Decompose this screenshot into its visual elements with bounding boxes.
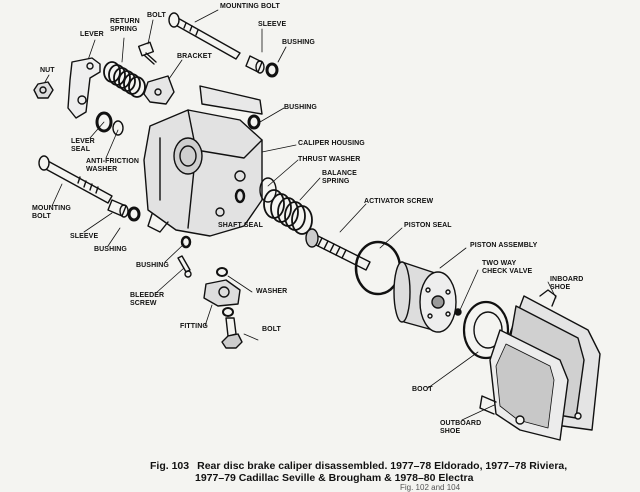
bushing-low [180, 235, 192, 249]
bolt-top-small [137, 41, 157, 65]
washer-upper [216, 267, 228, 277]
activator-screw [305, 228, 371, 271]
label-outboard-shoe: OUTBOARD SHOE [440, 420, 482, 435]
label-return-spring: RETURN SPRING [110, 18, 140, 33]
label-shaft-seal: SHAFT SEAL [218, 222, 263, 229]
figure-number: Fig. 103 [150, 460, 190, 472]
label-nut: NUT [40, 67, 55, 74]
label-sleeve-top: SLEEVE [258, 21, 287, 28]
label-washer: WASHER [256, 288, 288, 295]
label-piston-assembly: PISTON ASSEMBLY [470, 242, 538, 249]
label-piston-seal: PISTON SEAL [404, 222, 452, 229]
label-mounting-bolt-top: MOUNTING BOLT [220, 3, 280, 10]
lever [67, 57, 101, 119]
bushing-left [127, 206, 141, 222]
fitting [203, 279, 241, 307]
bleeder-screw [177, 255, 192, 278]
label-bracket: BRACKET [177, 53, 212, 60]
brake-shoes [479, 289, 601, 441]
bushing-top [265, 62, 279, 78]
figure-caption: Fig. 103 Rear disc brake caliper disassem… [150, 460, 610, 484]
label-anti-friction-washer: ANTI-FRICTION WASHER [86, 158, 140, 173]
piston-assembly [393, 261, 457, 333]
label-bushing-low: BUSHING [136, 262, 169, 269]
label-bleeder-screw: BLEEDER SCREW [130, 292, 165, 307]
anti-friction-washer [112, 120, 124, 136]
caption-line-1: Rear disc brake caliper disassembled. 19… [197, 460, 568, 472]
label-balance-spring: BALANCE SPRING [322, 170, 357, 185]
label-inboard-shoe: INBOARD SHOE [550, 276, 584, 291]
label-caliper-housing: CALIPER HOUSING [298, 140, 365, 147]
mounting-bolt-top [168, 12, 241, 60]
label-sleeve-left: SLEEVE [70, 233, 99, 240]
label-bushing-mid: BUSHING [284, 104, 317, 111]
boot [462, 300, 510, 360]
label-bushing-left: BUSHING [94, 246, 127, 253]
sleeve-left [107, 199, 129, 218]
mounting-bolt-left [38, 155, 113, 204]
shaft-seal [234, 188, 246, 204]
label-bolt-low: BOLT [262, 326, 281, 333]
footer-fragment: Fig. 102 and 104 [400, 483, 461, 492]
label-lever: LEVER [80, 31, 104, 38]
label-bolt-top: BOLT [147, 12, 166, 19]
label-fitting: FITTING [180, 323, 208, 330]
caption-line-2: 1977–79 Cadillac Seville & Brougham & 19… [195, 472, 474, 484]
sleeve-top [245, 55, 265, 74]
label-bushing-top: BUSHING [282, 39, 315, 46]
label-boot: BOOT [412, 386, 433, 393]
caliper-upper-bore [199, 85, 263, 115]
label-two-way-check-valve: TWO WAY CHECK VALVE [482, 260, 533, 275]
label-mounting-bolt-left: MOUNTING BOLT [32, 205, 71, 220]
two-way-check-valve [454, 308, 462, 316]
caliper-housing [143, 109, 263, 237]
bolt-low [221, 317, 243, 349]
return-spring [103, 61, 146, 98]
label-thrust-washer: THRUST WASHER [298, 156, 361, 163]
nut [33, 81, 54, 99]
label-activator-screw: ACTIVATOR SCREW [364, 198, 434, 205]
washer-lower [222, 307, 234, 317]
balance-spring [263, 189, 313, 235]
bushing-mid [247, 114, 261, 130]
label-lever-seal: LEVER SEAL [71, 138, 95, 153]
bracket [143, 75, 175, 105]
lever-seal [95, 111, 113, 133]
